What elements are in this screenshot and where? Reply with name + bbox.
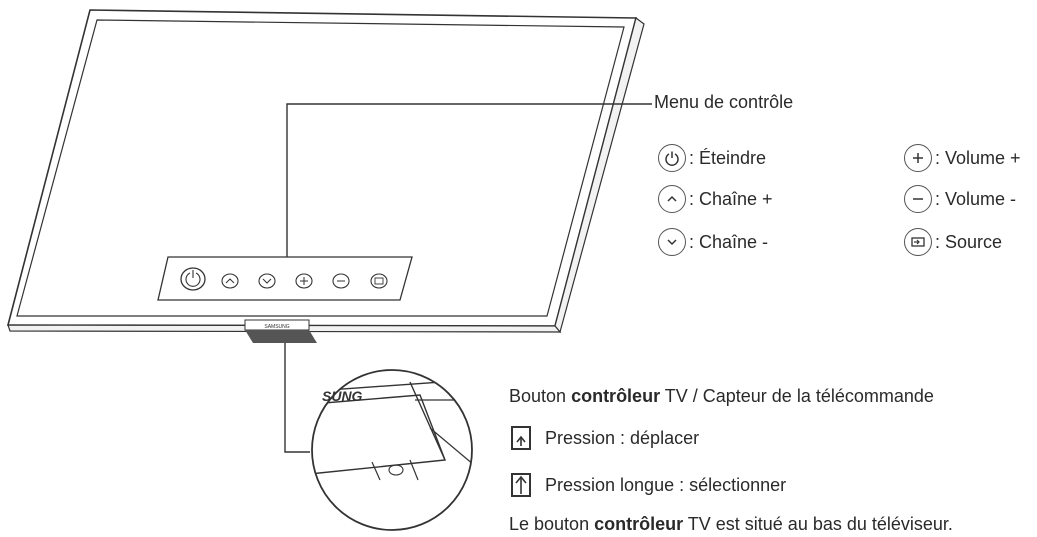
plus-icon bbox=[904, 144, 932, 172]
minus-icon bbox=[904, 185, 932, 213]
controller-note: Le bouton contrôleur TV est situé au bas… bbox=[509, 514, 953, 535]
tv-frame-side bbox=[554, 16, 645, 334]
panel-channel-up-button bbox=[221, 273, 239, 289]
controller-heading: Bouton contrôleur TV / Capteur de la tél… bbox=[509, 386, 934, 407]
panel-power-button bbox=[180, 267, 206, 291]
legend-channel-up: : Chaîne + bbox=[658, 183, 773, 215]
menu-title: Menu de contrôle bbox=[654, 92, 794, 112]
zoom-brand-text: SUNG bbox=[322, 388, 363, 404]
source-icon bbox=[904, 228, 932, 256]
controller-heading-bold: contrôleur bbox=[571, 386, 661, 406]
chevron-up-icon bbox=[658, 185, 686, 213]
long-press-label: Pression longue : sélectionner bbox=[545, 475, 787, 495]
legend-volume-down: : Volume - bbox=[904, 183, 1016, 215]
legend-channel-up-label: : Chaîne + bbox=[689, 188, 773, 209]
tv-screen bbox=[16, 19, 625, 317]
controller-note-pre: Le bouton bbox=[509, 514, 595, 534]
menu-leader-line bbox=[286, 103, 652, 257]
control-panel bbox=[157, 256, 413, 301]
panel-volume-down-button bbox=[332, 273, 350, 289]
press-icon bbox=[511, 426, 531, 450]
zoom-leader-line bbox=[284, 343, 310, 453]
legend-volume-up: : Volume + bbox=[904, 142, 1021, 174]
tv-brand-bar bbox=[245, 330, 317, 343]
panel-volume-up-button bbox=[295, 273, 313, 289]
legend-power: : Éteindre bbox=[658, 142, 766, 174]
legend-power-label: : Éteindre bbox=[689, 147, 767, 168]
chevron-down-icon bbox=[658, 228, 686, 256]
legend-channel-down-label: : Chaîne - bbox=[689, 231, 769, 252]
controller-note-post: TV est situé au bas du téléviseur. bbox=[683, 514, 953, 534]
controller-heading-post: TV / Capteur de la télécommande bbox=[660, 386, 934, 406]
panel-source-button bbox=[370, 273, 388, 289]
press-label: Pression : déplacer bbox=[545, 428, 700, 448]
legend-source: : Source bbox=[904, 226, 1002, 258]
controller-heading-pre: Bouton bbox=[509, 386, 572, 406]
legend-channel-down: : Chaîne - bbox=[658, 226, 768, 258]
legend-source-label: : Source bbox=[935, 231, 1003, 252]
tv-brand-text: SAMSUNG bbox=[264, 324, 289, 330]
legend-volume-down-label: : Volume - bbox=[935, 188, 1017, 209]
long-press-icon bbox=[511, 473, 531, 497]
zoom-circle bbox=[311, 369, 473, 531]
power-icon bbox=[658, 144, 686, 172]
legend-volume-up-label: : Volume + bbox=[935, 147, 1021, 168]
panel-channel-down-button bbox=[258, 273, 276, 289]
controller-note-bold: contrôleur bbox=[594, 514, 684, 534]
